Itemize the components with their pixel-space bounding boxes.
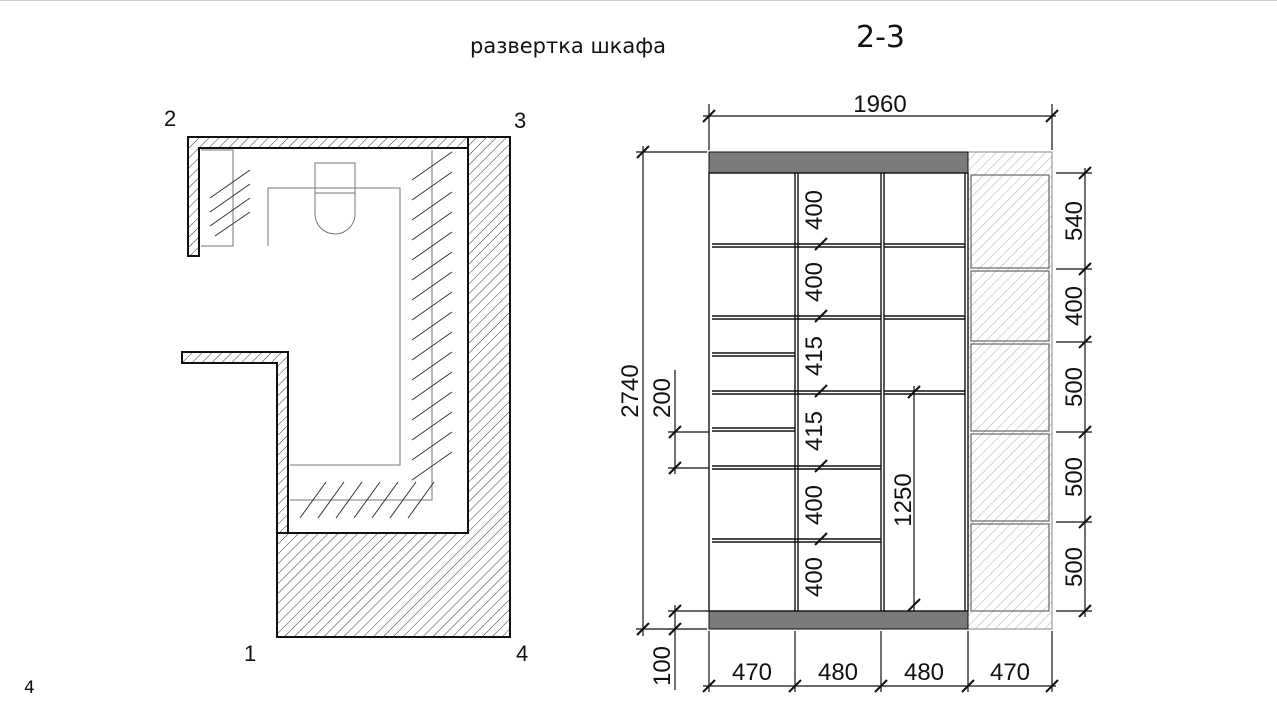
dim-side-4: 500: [1061, 457, 1088, 497]
dim-drawer-height: 200: [649, 378, 676, 418]
dim-shelf-2: 400: [801, 262, 828, 302]
plan-room-outline: [199, 147, 469, 534]
elevation-carcass: [708, 172, 969, 612]
dim-shelf-6: 400: [801, 557, 828, 597]
dim-side-1: 540: [1061, 201, 1088, 241]
elevation-plinth: [708, 610, 969, 630]
dim-overall-height: 2740: [617, 364, 644, 417]
plan-wardrobe: [201, 149, 433, 501]
plan-corner-1: 1: [244, 641, 256, 666]
page-number: 4: [24, 678, 35, 698]
plan-wardrobe-hatch: [209, 151, 453, 519]
plan-corner-4: 4: [516, 641, 528, 666]
dim-shelf-3: 415: [801, 336, 828, 376]
dim-shelf-1: 400: [801, 190, 828, 230]
elevation-side-panels: [970, 174, 1050, 612]
plan-corner-2: 2: [164, 106, 176, 131]
dim-plinth-height: 100: [649, 646, 676, 686]
elevation-side-section: [967, 151, 1053, 630]
dim-shelf-5: 400: [801, 485, 828, 525]
page-title: развертка шкафа: [470, 34, 667, 58]
elevation-dimension-lines: [636, 104, 1092, 693]
dim-hanging-height: 1250: [890, 473, 917, 526]
dim-side-5: 500: [1061, 547, 1088, 587]
dim-col-2: 480: [818, 659, 858, 686]
dim-col-1: 470: [732, 659, 772, 686]
dim-col-4: 470: [990, 659, 1030, 686]
dim-shelf-4: 415: [801, 411, 828, 451]
plan-wall-top: [187, 136, 469, 257]
elevation-top-band: [708, 151, 969, 174]
top-divider: [0, 0, 1277, 1]
plan-wall-left: [181, 351, 289, 534]
section-label: 2-3: [856, 20, 905, 55]
plan-wall-right: [276, 136, 511, 638]
dim-overall-width: 1960: [853, 91, 906, 118]
dim-col-3: 480: [904, 659, 944, 686]
plan-corner-3: 3: [514, 108, 526, 133]
dim-side-2: 400: [1061, 286, 1088, 326]
dim-side-3: 500: [1061, 367, 1088, 407]
wardrobe-elevation: 1960 2740 200 100 470 480 480 470 400 40…: [617, 91, 1092, 693]
floor-plan: 2 3 1 4: [164, 106, 528, 666]
